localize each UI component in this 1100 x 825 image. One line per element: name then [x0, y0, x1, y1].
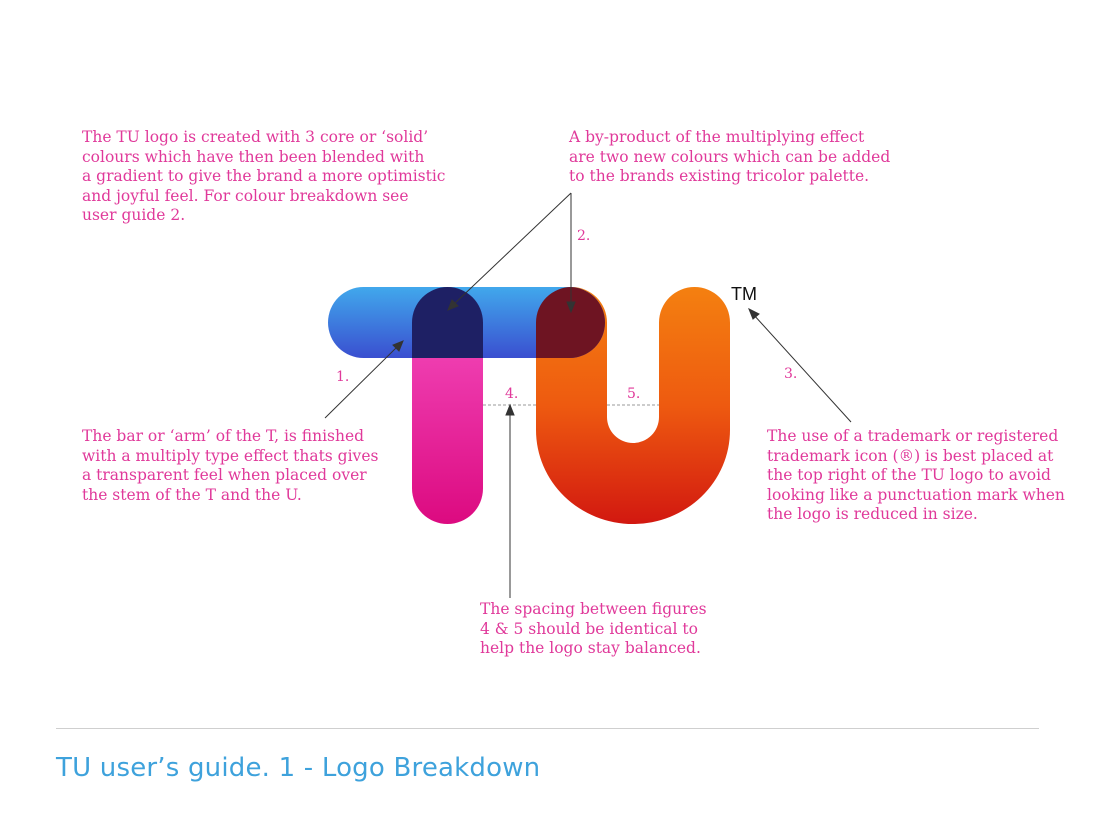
figure-label-3: 3.	[784, 366, 798, 382]
leader-line-3	[752, 313, 852, 423]
arrowhead-icon	[392, 340, 404, 352]
annotation-colour-gradient: The TU logo is created with 3 core or ‘s…	[82, 128, 446, 225]
annotation-bar-multiply: The bar or ‘arm’ of the T, is finished w…	[82, 427, 379, 504]
figure-label-5: 5.	[627, 386, 641, 402]
footer-divider	[56, 728, 1039, 729]
annotation-multiply-byproduct: A by-product of the multiplying effect a…	[569, 128, 891, 186]
arrowhead-icon	[505, 403, 515, 416]
leader-line-2a	[451, 192, 572, 307]
page-title: TU user’s guide. 1 - Logo Breakdown	[56, 753, 541, 783]
leader-line-1	[324, 345, 399, 419]
figure-label-2: 2.	[577, 228, 591, 244]
overlap-u	[536, 287, 605, 358]
overlap-stem	[412, 287, 483, 358]
annotation-trademark-placement: The use of a trademark or registered tra…	[767, 427, 1065, 524]
arrowhead-icon	[748, 307, 760, 320]
figure-label-1: 1.	[336, 369, 350, 385]
annotation-spacing: The spacing between figures 4 & 5 should…	[480, 600, 707, 658]
figure-label-4: 4.	[505, 386, 519, 402]
trademark-symbol: TM	[731, 284, 757, 304]
arrowhead-icon	[566, 301, 576, 314]
arrowhead-icon	[447, 299, 459, 311]
